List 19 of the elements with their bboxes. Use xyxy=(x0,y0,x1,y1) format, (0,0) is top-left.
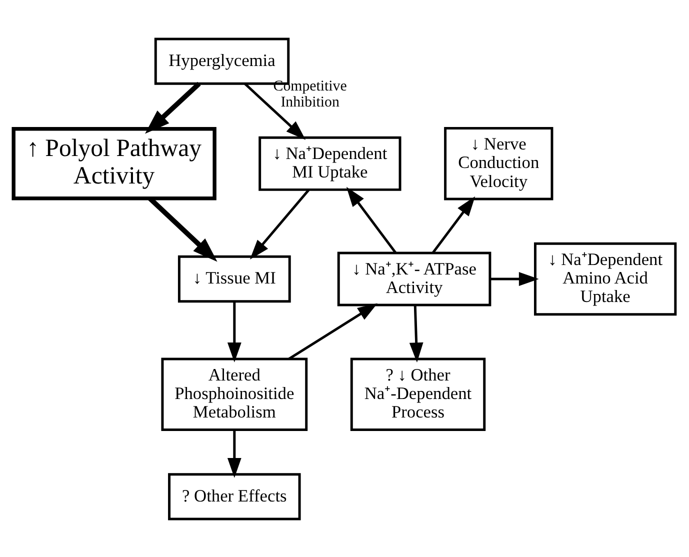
arrow xyxy=(250,188,310,259)
arrow xyxy=(227,429,242,478)
node-box: ↓ Tissue MI xyxy=(178,254,291,302)
node-box: ? ↓ Other Na⁺-Dependent Process xyxy=(350,357,486,430)
arrow xyxy=(227,300,242,362)
arrow xyxy=(288,302,378,360)
arrow xyxy=(490,272,539,286)
node-box: ↓ Nerve Conduction Velocity xyxy=(444,126,554,200)
arrow xyxy=(346,186,397,254)
arrow xyxy=(432,196,476,254)
node-box: ↓ Na⁺Dependent Amino Acid Uptake xyxy=(534,242,677,316)
arrow xyxy=(409,304,424,362)
node-box: Altered Phosphoinositide Metabolism xyxy=(161,357,308,430)
node-box: ↓ Na⁺Dependent MI Uptake xyxy=(258,136,402,190)
arrow xyxy=(145,81,201,134)
arrow xyxy=(244,82,306,140)
node-box: ↑ Polyol Pathway Activity xyxy=(12,126,216,200)
node-box: ? Other Effects xyxy=(168,472,301,520)
node-box: ↓ Na⁺,K⁺- ATPase Activity xyxy=(337,251,492,306)
